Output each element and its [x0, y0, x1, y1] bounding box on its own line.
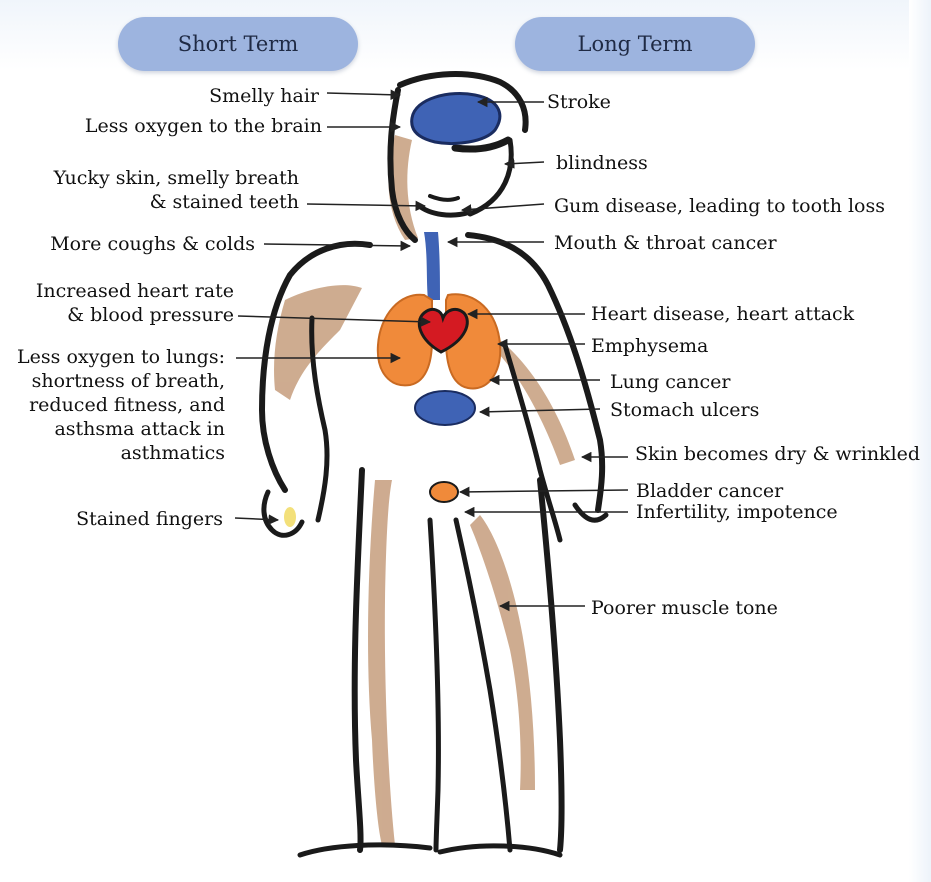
bladder-icon [430, 482, 458, 502]
label-stained-fingers: Stained fingers [76, 507, 223, 531]
label-stroke: Stroke [547, 90, 611, 114]
label-yucky-skin: Yucky skin, smelly breath & stained teet… [54, 166, 299, 214]
label-mouth-throat-cancer: Mouth & throat cancer [554, 231, 777, 255]
label-blindness: blindness [556, 151, 648, 175]
stained-finger-icon [284, 507, 296, 527]
label-skin-dry: Skin becomes dry & wrinkled [635, 442, 920, 466]
left-lung-icon [378, 295, 432, 386]
label-heart-disease: Heart disease, heart attack [591, 302, 854, 326]
label-smelly-hair: Smelly hair [209, 84, 319, 108]
label-coughs-colds: More coughs & colds [50, 232, 255, 256]
label-less-oxygen-lungs: Less oxygen to lungs: shortness of breat… [17, 345, 225, 465]
label-emphysema: Emphysema [591, 334, 708, 358]
label-lung-cancer: Lung cancer [610, 370, 730, 394]
label-muscle-tone: Poorer muscle tone [591, 596, 778, 620]
stomach-icon [415, 391, 475, 425]
label-heart-rate: Increased heart rate & blood pressure [36, 279, 234, 327]
throat-icon [424, 232, 440, 300]
label-less-oxygen-brain: Less oxygen to the brain [85, 114, 322, 138]
brain-icon [412, 94, 500, 144]
label-stomach-ulcers: Stomach ulcers [610, 398, 759, 422]
body-outline [262, 74, 606, 855]
label-infertility: Infertility, impotence [636, 500, 838, 524]
label-gum-disease: Gum disease, leading to tooth loss [554, 194, 885, 218]
